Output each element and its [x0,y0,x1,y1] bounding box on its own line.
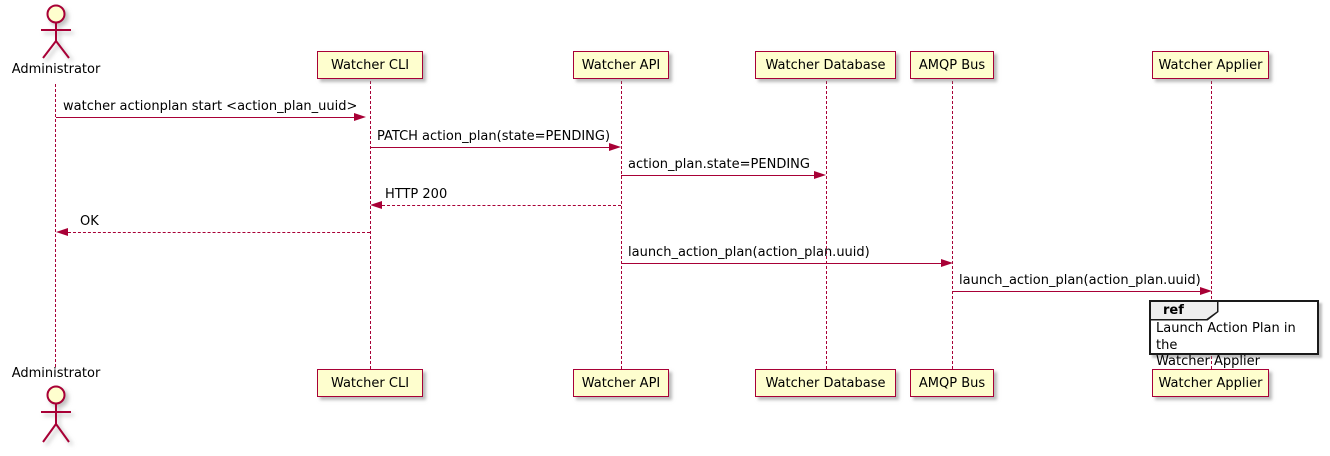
message-arrow [56,117,359,118]
participant-watcher-applier-bottom: Watcher Applier [1152,369,1269,397]
arrowhead-right-icon [814,170,826,179]
actor-label-top: Administrator [11,62,101,77]
lifeline-amqp-bus [952,81,953,369]
message-label: launch_action_plan(action_plan.uuid) [628,245,870,260]
participant-amqp-bus-bottom: AMQP Bus [910,369,994,397]
actor-icon [41,4,71,59]
participant-watcher-api-bottom: Watcher API [573,369,669,397]
participant-amqp-bus-top: AMQP Bus [910,51,994,79]
message-label: action_plan.state=PENDING [628,157,810,172]
arrowhead-right-icon [941,258,953,267]
participant-watcher-cli-top: Watcher CLI [317,51,423,79]
participant-watcher-applier-top: Watcher Applier [1152,51,1269,79]
actor-label-bottom: Administrator [11,366,101,381]
participant-watcher-api-top: Watcher API [573,51,669,79]
message-arrow [952,291,1206,292]
arrowhead-right-icon [354,112,366,121]
message-return-arrow [382,205,621,206]
message-return-arrow [68,232,370,233]
lifeline-administrator [55,84,56,367]
message-label: watcher actionplan start <action_plan_uu… [63,99,358,114]
lifeline-watcher-cli [370,81,371,369]
message-arrow [621,175,819,176]
message-label: OK [80,214,99,229]
ref-keyword: ref [1151,302,1217,319]
participant-watcher-database-top: Watcher Database [755,51,896,79]
participant-watcher-cli-bottom: Watcher CLI [317,369,423,397]
arrowhead-left-icon [56,227,68,236]
lifeline-watcher-applier [1211,81,1212,369]
ref-fragment: ref Launch Action Plan in the Watcher Ap… [1149,300,1319,369]
ref-text: Launch Action Plan in the Watcher Applie… [1156,321,1296,369]
lifeline-watcher-database [826,81,827,369]
arrowhead-right-icon [609,142,621,151]
lifeline-watcher-api [621,81,622,369]
message-arrow [621,263,947,264]
message-label: launch_action_plan(action_plan.uuid) [959,273,1201,288]
actor-icon [41,385,71,443]
arrowhead-right-icon [1200,286,1212,295]
message-label: HTTP 200 [385,187,448,202]
message-label: PATCH action_plan(state=PENDING) [377,129,611,144]
message-arrow [370,147,614,148]
arrowhead-left-icon [370,200,382,209]
participant-watcher-database-bottom: Watcher Database [755,369,896,397]
